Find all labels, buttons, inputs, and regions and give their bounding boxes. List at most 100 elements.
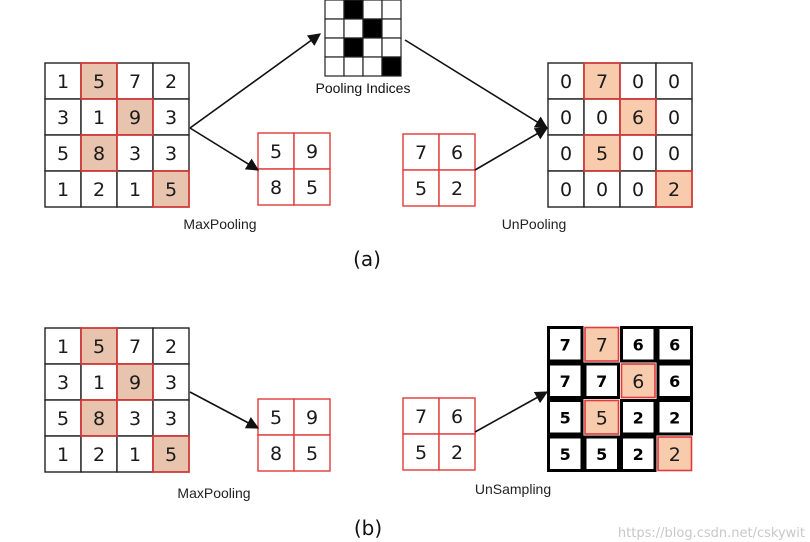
- cell-value: 2: [451, 178, 463, 200]
- cell-value: 5: [560, 445, 571, 464]
- grid-cell: [402, 397, 440, 435]
- grid-cell: [547, 62, 585, 100]
- cell-value: 5: [93, 71, 105, 93]
- grid-cell: [655, 62, 693, 100]
- cell-value: 5: [560, 408, 571, 427]
- index-cell: [343, 56, 364, 77]
- grid-cell: [584, 399, 620, 435]
- cell-value: 5: [596, 407, 608, 429]
- grid-cell: [620, 326, 657, 363]
- grid-cell: [152, 134, 190, 172]
- arrow-to-indices: [189, 33, 322, 129]
- grid-cell: [80, 435, 118, 473]
- cell-value: 5: [57, 143, 69, 165]
- index-cell: [381, 18, 402, 39]
- cell-value: 3: [129, 143, 141, 165]
- cell-value: 5: [165, 179, 177, 201]
- index-cell: [362, 56, 383, 77]
- cell-value: 7: [129, 336, 141, 358]
- max-cell-outline: [80, 62, 118, 100]
- watermark-text: https://blog.csdn.net/cskywit: [618, 526, 805, 541]
- grid-cell: [80, 98, 118, 136]
- cell-value: 8: [93, 408, 105, 430]
- grid-cell: [293, 434, 331, 472]
- grid-cell: [44, 170, 82, 208]
- panel-a-pooling-indices: [324, 0, 402, 77]
- cell-value: 2: [669, 444, 681, 466]
- index-cell: [381, 37, 402, 58]
- cell-value: 5: [306, 443, 318, 465]
- cell-value: 6: [451, 142, 463, 164]
- max-cell-outline: [116, 363, 154, 401]
- cell-value: 6: [669, 372, 680, 391]
- cell-value: 1: [57, 71, 69, 93]
- grid-cell: [583, 435, 620, 472]
- grid-cell: [655, 98, 693, 136]
- cell-value: 7: [596, 372, 607, 391]
- arrow-indices-to-unpool: [404, 39, 549, 129]
- cell-value: 2: [451, 442, 463, 464]
- grid-cell: [620, 399, 657, 436]
- max-cell-outline: [80, 327, 118, 365]
- cell-value: 2: [633, 408, 644, 427]
- cell-value: 6: [669, 335, 680, 354]
- cell-value: 5: [57, 408, 69, 430]
- grid-cell: [619, 170, 657, 208]
- cell-value: 5: [93, 336, 105, 358]
- cell-value: 0: [632, 179, 644, 201]
- cell-value: 2: [668, 179, 680, 201]
- grid-cell: [257, 132, 295, 170]
- cell-value: 2: [165, 71, 177, 93]
- index-cell-active: [343, 0, 364, 20]
- cell-value: 5: [415, 178, 427, 200]
- cell-value: 8: [93, 143, 105, 165]
- cell-value: 5: [165, 444, 177, 466]
- pooling-indices-label: Pooling Indices: [316, 80, 411, 96]
- max-cell-outline: [152, 170, 190, 208]
- cell-value: 8: [270, 443, 282, 465]
- cell-value: 1: [93, 107, 105, 129]
- cell-value: 8: [270, 177, 282, 199]
- grid-cell: [547, 170, 585, 208]
- grid-cell: [547, 435, 584, 472]
- index-cell: [324, 37, 345, 58]
- max-cell-outline: [116, 98, 154, 136]
- grid-cell: [655, 134, 693, 172]
- cell-value: 7: [129, 71, 141, 93]
- index-cell: [381, 0, 402, 20]
- cell-value: 5: [596, 445, 607, 464]
- cell-value: 1: [57, 179, 69, 201]
- cell-value: 9: [129, 372, 141, 394]
- cell-value: 2: [93, 444, 105, 466]
- cell-value: 0: [560, 143, 572, 165]
- cell-value: 5: [270, 407, 282, 429]
- arrow-pooled-to-unpool: [474, 127, 549, 171]
- cell-value: 0: [560, 71, 572, 93]
- max-cell-outline: [619, 98, 657, 136]
- arrow-to-pooled-b: [189, 391, 260, 429]
- panel-a-label: (a): [353, 247, 381, 271]
- max-cell-outline: [583, 134, 621, 172]
- grid-cell: [547, 134, 585, 172]
- grid-cell: [547, 326, 584, 363]
- grid-cell: [656, 399, 693, 436]
- grid-cell: [656, 326, 693, 363]
- cell-value: 3: [165, 372, 177, 394]
- cell-value: 7: [415, 406, 427, 428]
- caption-unpooling: UnPooling: [502, 216, 567, 232]
- cell-value: 2: [669, 408, 680, 427]
- cell-value: 6: [632, 371, 644, 393]
- cell-value: 0: [632, 71, 644, 93]
- arrow-to-pooled-a: [189, 127, 260, 171]
- cell-value: 1: [57, 444, 69, 466]
- cell-value: 5: [415, 442, 427, 464]
- grid-cell: [547, 399, 584, 436]
- index-cell: [362, 0, 383, 20]
